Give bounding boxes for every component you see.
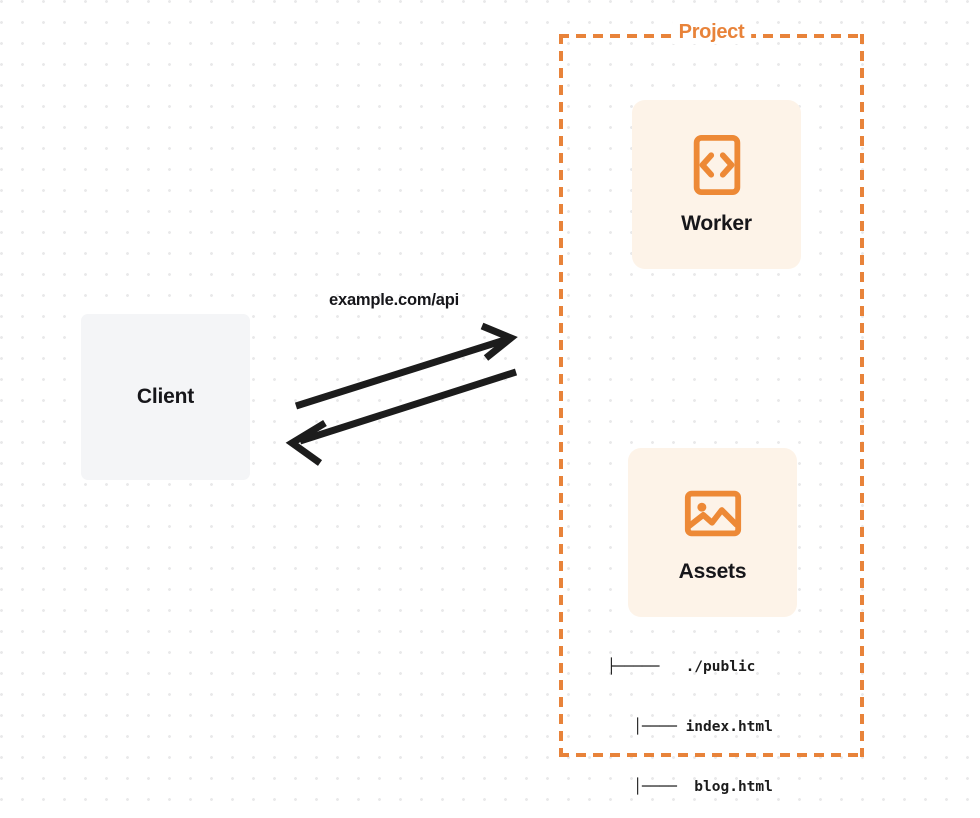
connector-label: example.com/api [329,291,459,309]
project-container: Project Worker Assets ├───── ./public │─… [559,21,864,795]
worker-label: Worker [681,211,752,235]
arrow-left-head-icon [285,420,327,466]
file-tree-row: │──── blog.html [607,779,773,795]
assets-card[interactable]: Assets [628,448,797,617]
file-tree-row: │──── index.html [607,719,773,735]
image-icon [684,490,741,536]
code-brackets-icon [693,134,740,195]
project-border-right [860,34,864,757]
client-label: Client [136,385,195,408]
project-border-left [559,34,563,757]
arrow-right-head-icon [480,322,518,361]
arrow-right-icon [294,335,510,410]
client-node[interactable]: Client [81,314,250,480]
file-tree: ├───── ./public │──── index.html │──── b… [607,617,782,818]
assets-label: Assets [678,559,747,583]
project-border-bottom [559,753,864,757]
project-title: Project [671,21,752,44]
file-tree-row: ├───── ./public [607,659,756,675]
worker-card[interactable]: Worker [632,100,801,269]
arrow-left-icon [298,368,518,445]
